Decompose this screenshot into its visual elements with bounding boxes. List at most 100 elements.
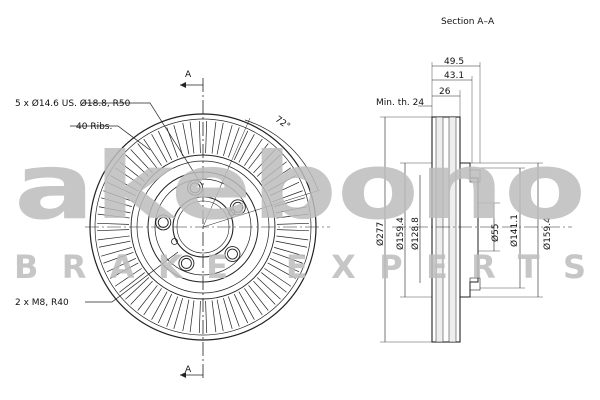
rib-line xyxy=(130,149,153,174)
bolt-hole xyxy=(178,255,195,272)
dim-49-5: 49.5 xyxy=(444,57,464,67)
dim-d277: Ø277 xyxy=(375,222,386,246)
dim-d128-8: Ø128.8 xyxy=(410,217,421,250)
rib-line xyxy=(103,251,134,264)
rib-line xyxy=(261,272,287,293)
rib-line xyxy=(119,161,145,182)
rib-line xyxy=(130,280,153,305)
rib-line xyxy=(189,300,195,333)
rib-line xyxy=(211,121,217,154)
rib-line xyxy=(137,285,158,311)
rib-line xyxy=(205,121,208,154)
rib-line xyxy=(97,235,130,241)
rib-line xyxy=(269,181,300,197)
front-view xyxy=(70,78,330,378)
bolt-hole xyxy=(180,257,192,269)
bolt-hole xyxy=(187,179,204,196)
rib-line xyxy=(276,229,309,232)
bolt-hole xyxy=(229,199,246,216)
rib-line xyxy=(238,134,255,163)
rib-line xyxy=(151,134,168,163)
rib-line xyxy=(211,300,217,333)
rib-line xyxy=(272,190,303,203)
rib-line xyxy=(276,213,309,219)
section-title: Section A–A xyxy=(441,17,495,27)
rib-line xyxy=(276,222,309,225)
rib-line xyxy=(276,235,309,241)
dim-d159-4-right: Ø159.4 xyxy=(542,217,553,250)
rib-line xyxy=(216,299,224,332)
rib-line xyxy=(157,293,173,324)
watermark-brand: akebono xyxy=(14,133,586,240)
rib-line xyxy=(98,206,131,214)
rib-line xyxy=(125,154,150,177)
bolt-note: 5 x Ø14.6 US. Ø18.8, R50 xyxy=(15,98,131,109)
rib-line xyxy=(216,122,224,155)
rib-line xyxy=(166,296,179,327)
section-view xyxy=(380,62,572,343)
dim-d55: Ø55 xyxy=(490,223,501,242)
rib-line xyxy=(125,277,150,300)
rib-line xyxy=(261,161,287,182)
thread-note: 2 x M8, R40 xyxy=(15,298,69,308)
rib-line xyxy=(233,293,249,324)
rib-line xyxy=(106,181,137,197)
rib-line xyxy=(103,190,134,203)
rib-line xyxy=(110,262,139,279)
rib-line xyxy=(223,125,233,156)
bolt-hole xyxy=(224,246,241,262)
rib-line xyxy=(114,268,142,287)
rib-line xyxy=(205,300,208,333)
rib-line xyxy=(244,138,263,166)
watermark: akebono BRAKE EXPERTS xyxy=(14,133,586,286)
rib-line xyxy=(198,121,201,154)
rib-line xyxy=(98,240,131,248)
rib-line xyxy=(272,251,303,264)
rib-line xyxy=(264,167,292,186)
section-marker-top: A xyxy=(185,70,192,80)
rib-line xyxy=(106,257,137,273)
dim-d159-4-left: Ø159.4 xyxy=(395,217,406,250)
rib-line xyxy=(182,122,190,155)
rib-line xyxy=(269,257,300,273)
rib-line xyxy=(227,127,240,158)
threaded-hole xyxy=(228,209,235,216)
ribs-note: 40 Ribs. xyxy=(76,122,112,132)
rib-line xyxy=(173,125,183,156)
rib-line xyxy=(244,288,263,316)
rib-line xyxy=(119,272,145,293)
watermark-tagline: BRAKE EXPERTS xyxy=(14,248,586,286)
cooling-ribs xyxy=(97,121,309,333)
rib-line xyxy=(114,167,142,186)
rib-line xyxy=(143,138,162,166)
rib-line xyxy=(110,175,139,192)
bolt-hole xyxy=(155,214,172,231)
bolt-holes xyxy=(155,179,246,272)
rib-line xyxy=(253,149,276,174)
rib-line xyxy=(97,222,130,225)
rib-line xyxy=(101,247,132,257)
rib-line xyxy=(248,285,269,311)
bolt-hole xyxy=(157,216,169,228)
dim-d141-1: Ø141.1 xyxy=(509,214,520,247)
rib-line xyxy=(264,268,292,287)
rib-line xyxy=(143,288,162,316)
rib-line xyxy=(182,299,190,332)
rib-line xyxy=(137,143,158,169)
dim-43-1: 43.1 xyxy=(444,71,464,81)
rib-line xyxy=(101,197,132,207)
rib-line xyxy=(238,291,255,320)
rib-line xyxy=(233,130,249,161)
rib-line xyxy=(151,291,168,320)
bolt-hole xyxy=(227,248,238,260)
rib-line xyxy=(173,298,183,329)
rib-line xyxy=(97,213,130,219)
rib-line xyxy=(267,175,296,192)
rib-line xyxy=(274,197,305,207)
rib-line xyxy=(275,206,308,214)
rib-line xyxy=(97,229,130,232)
rib-line xyxy=(274,247,305,257)
rib-line xyxy=(198,300,201,333)
threaded-hole xyxy=(171,238,178,245)
